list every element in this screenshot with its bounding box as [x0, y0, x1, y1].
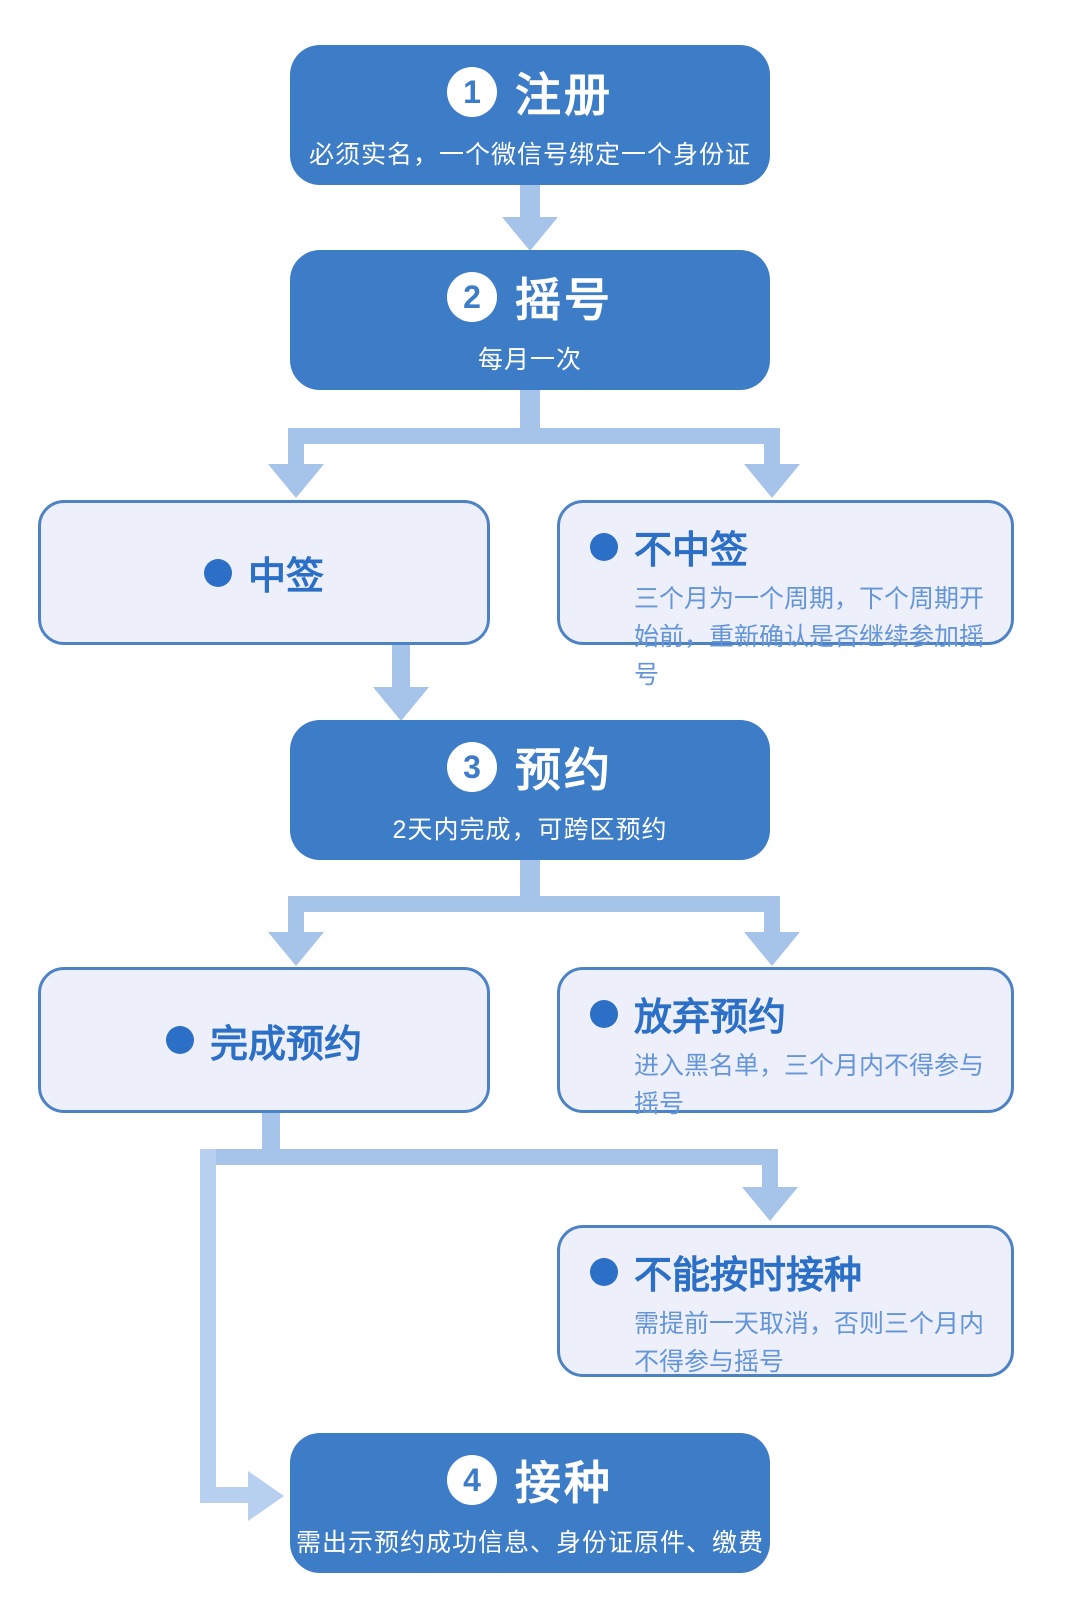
bullet-dot-icon: [590, 1257, 618, 1286]
connector-complete-hbar: [200, 1149, 778, 1165]
connector-win-drop: [288, 444, 304, 466]
step-subtitle: 2天内完成，可跨区预约: [392, 816, 668, 844]
bullet-dot-icon: [203, 558, 232, 587]
connector-lottery-stub: [520, 390, 540, 434]
outcome-box-abandon: 放弃预约 进入黑名单，三个月内不得参与摇号: [557, 967, 1014, 1118]
connector-lose-drop: [764, 444, 780, 466]
connector-appointment-hbar: [288, 896, 780, 912]
step-subtitle: 必须实名，一个微信号绑定一个身份证: [308, 141, 751, 169]
connector-vaccinate-elbow: [200, 1487, 250, 1503]
outcome-title: 放弃预约: [634, 997, 787, 1039]
outcome-box-miss: 不能按时接种 需提前一天取消，否则三个月内不得参与摇号: [557, 1225, 1014, 1377]
outcome-subtitle: 需提前一天取消，否则三个月内不得参与摇号: [634, 1310, 985, 1376]
connector-lottery-hbar: [288, 428, 780, 444]
step-number-badge: 2: [447, 272, 497, 322]
step-number-badge: 1: [447, 67, 497, 117]
step-title: 接种: [515, 1457, 613, 1509]
arrow-down-icon: [744, 932, 800, 966]
step-subtitle: 需出示预约成功信息、身份证原件、缴费: [295, 1529, 764, 1557]
connector-abandon-drop: [764, 912, 780, 934]
arrow-down-icon: [744, 464, 800, 498]
connector-appointment-stub: [520, 860, 540, 904]
arrow-down-icon: [268, 932, 324, 966]
connector-register-to-lottery-stem: [520, 185, 540, 219]
connector-vaccinate-vline: [200, 1149, 216, 1503]
outcome-subtitle: 三个月为一个周期，下个周期开始前，重新确认是否继续参加摇号: [634, 585, 985, 689]
outcome-title: 完成预约: [209, 1023, 362, 1066]
step-number-badge: 4: [447, 1455, 497, 1505]
arrow-down-icon: [373, 687, 429, 721]
arrow-down-icon: [502, 217, 558, 251]
arrow-down-icon: [268, 464, 324, 498]
outcome-box-win: 中签: [38, 500, 490, 645]
step-title: 摇号: [515, 274, 613, 326]
arrow-right-icon: [248, 1471, 284, 1521]
outcome-title: 中签: [247, 556, 324, 598]
outcome-subtitle: 进入黑名单，三个月内不得参与摇号: [634, 1052, 985, 1118]
connector-complete-stub: [262, 1113, 280, 1155]
bullet-dot-icon: [165, 1026, 194, 1054]
step-title: 注册: [515, 69, 613, 121]
step-box-register: 1 注册 必须实名，一个微信号绑定一个身份证: [290, 45, 770, 185]
step-box-vaccinate: 4 接种 需出示预约成功信息、身份证原件、缴费: [290, 1433, 770, 1573]
step-box-lottery: 2 摇号 每月一次: [290, 250, 770, 390]
step-subtitle: 每月一次: [477, 346, 582, 374]
connector-win-to-appointment-stem: [392, 645, 410, 689]
connector-complete-drop: [288, 912, 304, 934]
outcome-title: 不能按时接种: [634, 1255, 863, 1297]
outcome-title: 不中签: [634, 530, 749, 572]
arrow-down-icon: [742, 1187, 798, 1221]
step-number-badge: 3: [447, 742, 497, 792]
bullet-dot-icon: [590, 532, 618, 561]
step-title: 预约: [515, 744, 613, 796]
connector-miss-drop: [762, 1165, 778, 1189]
outcome-box-lose: 不中签 三个月为一个周期，下个周期开始前，重新确认是否继续参加摇号: [557, 500, 1014, 689]
outcome-box-complete: 完成预约: [38, 967, 490, 1113]
bullet-dot-icon: [590, 999, 618, 1028]
step-box-appointment: 3 预约 2天内完成，可跨区预约: [290, 720, 770, 860]
